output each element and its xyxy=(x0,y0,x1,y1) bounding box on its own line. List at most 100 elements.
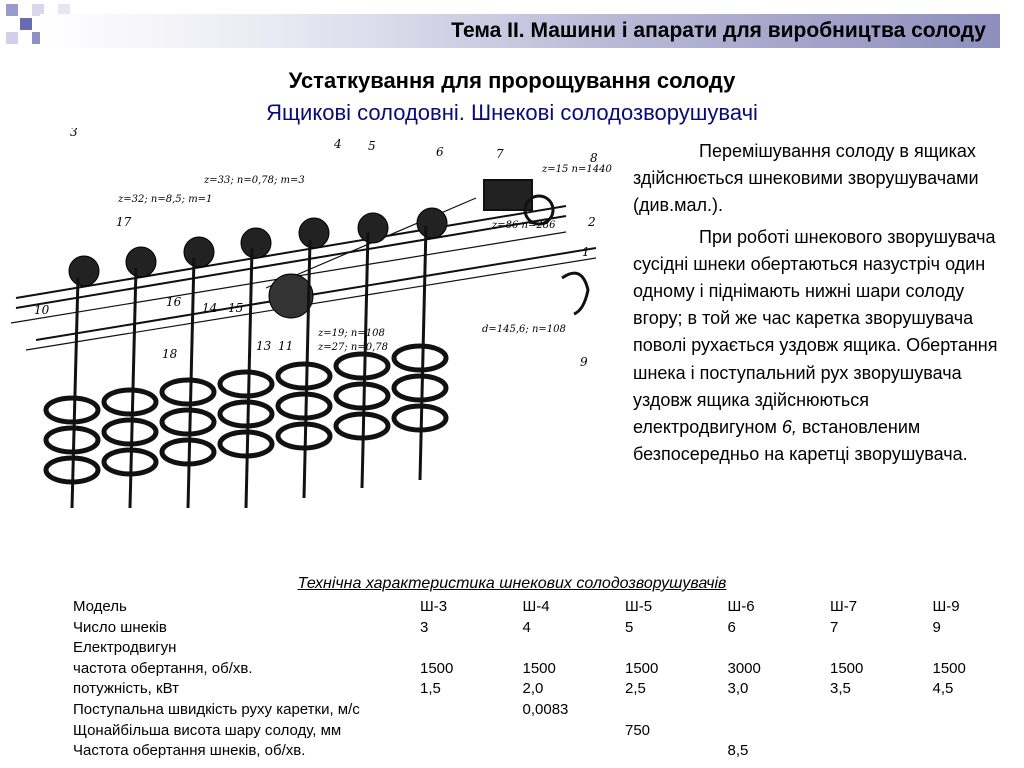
description-paragraph-2: При роботі шнекового зворушувача сусідні… xyxy=(633,224,1013,469)
row-label: Електродвигун xyxy=(73,639,177,657)
table-cell xyxy=(933,721,993,742)
table-row: потужність, кВт 1,5 2,0 2,5 3,0 3,5 4,5 xyxy=(73,679,993,700)
table-cell xyxy=(523,721,626,742)
table-cell xyxy=(728,721,831,742)
table-cell xyxy=(625,741,728,762)
figure-label: 13 xyxy=(256,339,272,353)
figure-annotation: z=27; n=0,78 xyxy=(317,342,388,353)
table-cell: 1500 xyxy=(420,659,454,677)
slide-title: Устаткування для пророщування солоду xyxy=(288,68,736,93)
table-cell: 1500 xyxy=(625,659,659,677)
table-cell: 3,0 xyxy=(727,680,749,698)
figure-label: 10 xyxy=(34,303,50,317)
table-cell: Ш-6 xyxy=(727,598,755,615)
description-text: При роботі шнекового зворушувача сусідні… xyxy=(633,226,998,438)
table-cell: 3000 xyxy=(727,659,761,677)
figure-label: 1 xyxy=(582,245,590,259)
figure-label: 7 xyxy=(496,147,504,161)
figure-label: 9 xyxy=(580,355,588,369)
table-cell: 7 xyxy=(830,618,839,636)
table-cell: 1500 xyxy=(932,659,966,677)
row-label: Число шнеків xyxy=(73,618,167,636)
table-cell xyxy=(625,700,728,721)
table-cell xyxy=(420,741,523,762)
table-cell xyxy=(420,638,523,659)
table-cell: 2,0 xyxy=(522,680,544,698)
header-title: Тема ІІ. Машини і апарати для виробництв… xyxy=(451,19,986,42)
table-cell xyxy=(830,721,933,742)
decorative-squares xyxy=(0,0,80,56)
figure-annotation: z=19; n=108 xyxy=(317,328,385,339)
figure-annotation: z=86 n=286 xyxy=(491,220,556,231)
row-label: потужність, кВт xyxy=(73,680,179,698)
figure-annotation: z=33; n=0,78; m=3 xyxy=(203,175,305,186)
table-cell xyxy=(830,741,933,762)
figure-label: 4 xyxy=(333,137,342,151)
table-cell xyxy=(728,700,831,721)
figure-label: 8 xyxy=(590,151,598,165)
figure-annotation: z=32; n=8,5; m=1 xyxy=(117,194,212,205)
table-cell: 5 xyxy=(625,618,634,636)
table-cell: Ш-9 xyxy=(932,598,960,615)
figure-label: 5 xyxy=(368,139,376,153)
table-cell: Ш-5 xyxy=(625,598,653,615)
table-cell: 4,5 xyxy=(932,680,954,698)
table-row: Електродвигун xyxy=(73,638,993,659)
figure-label: 15 xyxy=(228,301,243,315)
figure-label: 6 xyxy=(436,145,444,159)
table-cell xyxy=(933,700,993,721)
table-cell: 1,5 xyxy=(420,680,441,698)
table-row: Поступальна швидкість руху каретки, м/с 0… xyxy=(73,700,993,721)
row-label: Частота обертання шнеків, об/хв. xyxy=(73,742,306,760)
row-label: Поступальна швидкість руху каретки, м/с xyxy=(73,700,360,718)
figure-label: 18 xyxy=(162,347,178,361)
table-cell: 1500 xyxy=(522,659,556,677)
figure-label: 17 xyxy=(116,215,132,229)
table-cell: 2,5 xyxy=(625,680,646,698)
table-cell xyxy=(420,700,523,721)
figure-label: 2 xyxy=(587,215,596,229)
table-cell xyxy=(420,721,523,742)
table-cell: 8,5 xyxy=(727,742,749,760)
slide-subtitle: Ящикові солодовні. Шнекові солодозворушу… xyxy=(266,100,758,125)
figure-annotation: d=145,6; n=108 xyxy=(482,324,566,335)
description-text: встановленим безпосередньо на каретці зв… xyxy=(633,417,968,465)
table-cell xyxy=(933,638,993,659)
table-cell: Ш-4 xyxy=(522,598,550,615)
header-rule xyxy=(40,48,1000,50)
header-bar xyxy=(40,14,1000,48)
screw-agitator-drawing: 3 4 5 6 7 8 2 1 9 17 16 14 15 13 11 18 1… xyxy=(10,128,612,509)
table-row: Частота обертання шнеків, об/хв. 8,5 xyxy=(73,741,993,762)
figure-label: 16 xyxy=(166,295,182,309)
table-cell: 3,5 xyxy=(830,680,851,698)
table-cell xyxy=(728,638,831,659)
description: Перемішування солоду в ящиках здійснюєть… xyxy=(633,138,1013,472)
figure-annotation: z=15 n=1440 xyxy=(541,164,612,175)
table-cell: 6 xyxy=(727,618,736,636)
table-cell xyxy=(933,741,993,762)
row-label: Модель xyxy=(73,598,127,615)
table-cell: Ш-3 xyxy=(420,598,448,615)
figure-label: 3 xyxy=(70,128,78,139)
table-cell: 0,0083 xyxy=(522,700,569,718)
table-cell xyxy=(523,638,626,659)
table-cell xyxy=(830,700,933,721)
table-cell xyxy=(830,638,933,659)
table-row: Модель Ш-3 Ш-4 Ш-5 Ш-6 Ш-7 Ш-9 xyxy=(73,597,993,618)
specs-caption: Технічна характеристика шнекових солодоз… xyxy=(297,575,727,592)
table-cell: 750 xyxy=(625,721,651,739)
motor-reference: 6, xyxy=(781,417,797,438)
figure-label: 11 xyxy=(278,339,293,353)
table-cell: 9 xyxy=(932,618,941,636)
table-cell: 1500 xyxy=(830,659,864,677)
table-row: Число шнеків 3 4 5 6 7 9 xyxy=(73,618,993,639)
table-cell: 4 xyxy=(522,618,531,636)
table-cell: 3 xyxy=(420,618,429,636)
table-cell: Ш-7 xyxy=(830,598,858,615)
figure-label: 14 xyxy=(202,301,217,315)
table-cell xyxy=(523,741,626,762)
table-cell xyxy=(625,638,728,659)
row-label: частота обертання, об/хв. xyxy=(73,659,253,677)
